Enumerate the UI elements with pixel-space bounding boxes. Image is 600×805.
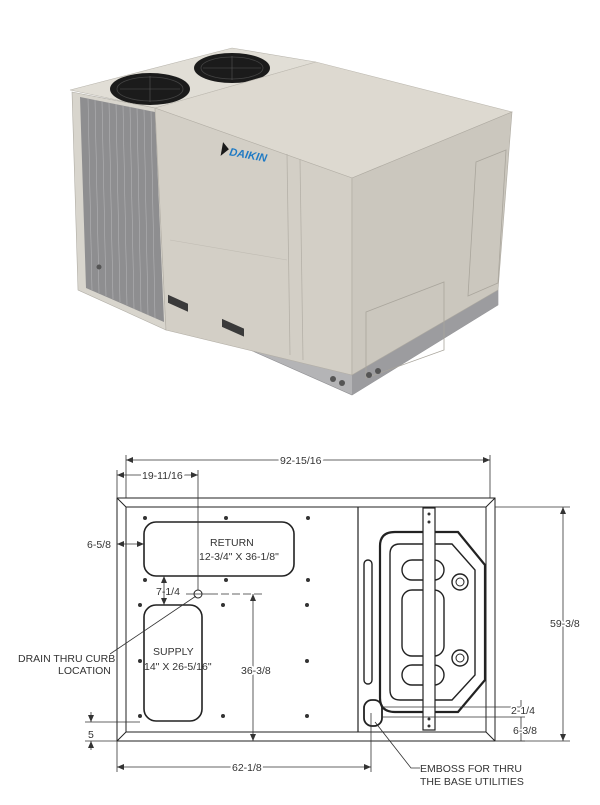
base-rail-side — [352, 290, 498, 395]
side-access-door — [467, 149, 507, 297]
supply-label: SUPPLY — [153, 646, 194, 658]
base-plan-drawing: 92-15/16 19-11/16 6-5/8 7-1/4 36-3/8 59-… — [0, 420, 600, 800]
opening-labels: RETURN 12-3/4" X 36-1/8" SUPPLY 14" X 26… — [144, 537, 279, 673]
dimension-arrows — [88, 457, 566, 770]
product-render: DAIKIN — [69, 47, 513, 396]
dim-drain-offset: 7-1/4 — [156, 586, 180, 598]
emboss-note-line1: EMBOSS FOR THRU — [420, 763, 522, 775]
drain-note-line1: DRAIN THRU CURB — [18, 653, 115, 665]
return-opening — [143, 521, 295, 577]
dim-return-offset-x: 19-11/16 — [142, 470, 183, 482]
fork-slot — [168, 294, 188, 312]
condenser-fan-icon — [110, 73, 190, 105]
dim-supply-to-utilities: 62-1/8 — [232, 762, 262, 774]
dimension-labels: 92-15/16 19-11/16 6-5/8 7-1/4 36-3/8 59-… — [87, 453, 582, 776]
emboss-note-line2: THE BASE UTILITIES — [420, 776, 524, 788]
condenser-fan-icon — [194, 53, 270, 83]
cabinet-side — [351, 111, 513, 376]
side-service-panel — [365, 281, 445, 379]
drawing-notes: DRAIN THRU CURB LOCATION EMBOSS FOR THRU… — [18, 653, 524, 788]
heat-exchanger-outline — [378, 530, 487, 714]
mounting-holes — [138, 512, 431, 728]
return-size: 12-3/4" X 36-1/8" — [199, 551, 279, 563]
coil-fins — [87, 98, 156, 319]
dimension-drawing: 92-15/16 19-11/16 6-5/8 7-1/4 36-3/8 59-… — [18, 453, 582, 788]
base-outline — [116, 497, 496, 742]
rooftop-unit-illustration: DAIKIN — [69, 47, 513, 396]
dim-utilities-to-edge: 6-3/8 — [513, 725, 537, 737]
return-label: RETURN — [210, 537, 254, 549]
dim-overall-depth: 59-3/8 — [550, 618, 580, 630]
dim-overall-width: 92-15/16 — [280, 455, 322, 467]
utilities-emboss — [363, 699, 383, 727]
supply-size: 14" X 26-5/16" — [144, 661, 212, 673]
drain-note-line2: LOCATION — [58, 665, 111, 677]
dim-utilities-gap: 2-1/4 — [511, 705, 535, 717]
center-rail — [422, 507, 436, 731]
dim-return-offset-y: 6-5/8 — [87, 539, 111, 551]
dim-drain-to-edge: 36-3/8 — [241, 665, 271, 677]
supply-opening — [143, 604, 203, 722]
dim-base-height: 5 — [88, 729, 94, 741]
daikin-logo-mark-icon — [220, 142, 229, 156]
fork-slot — [222, 318, 244, 337]
